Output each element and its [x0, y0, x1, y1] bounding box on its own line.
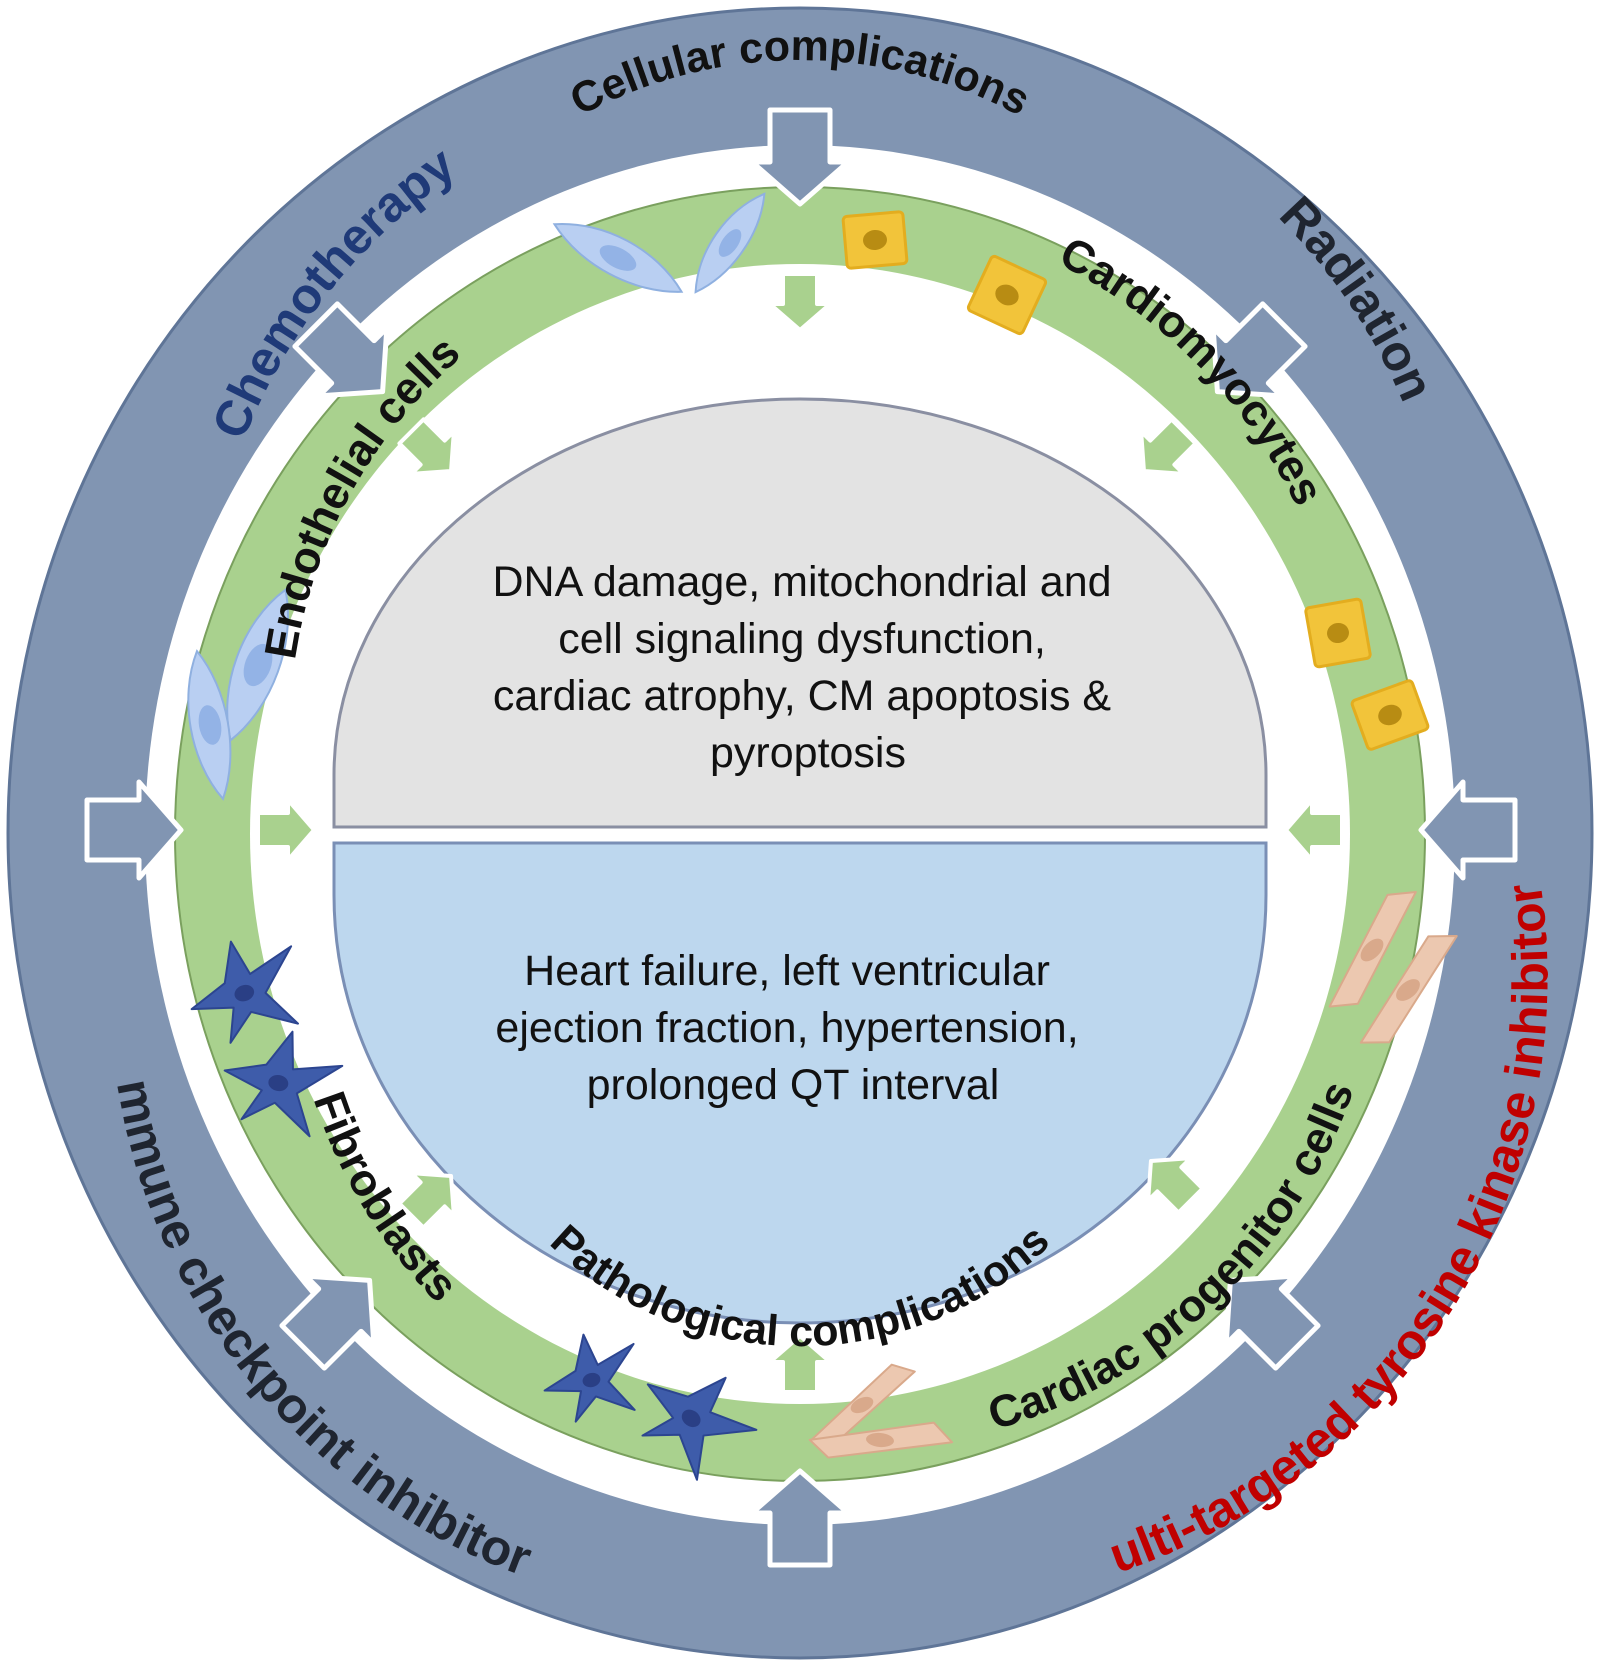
- pathological-line: Heart failure, left ventricular: [524, 947, 1050, 995]
- endothelial-cell-icon: [552, 223, 684, 293]
- cellular-complications-panel: [332, 397, 1268, 829]
- arrow-upper-right-icon: [1210, 301, 1308, 399]
- cellular-line: DNA damage, mitochondrial and: [492, 558, 1111, 606]
- cardiomyocyte-cell-icon: [1350, 679, 1430, 751]
- endothelial-cell-icon: [187, 649, 232, 801]
- endothelial-cell-icon: [694, 192, 766, 294]
- inner-arrow-top-icon: [768, 272, 832, 332]
- cellular-complications-text: DNA damage, mitochondrial and cell signa…: [492, 558, 1123, 777]
- cardiomyocyte-cell-icon: [841, 210, 909, 270]
- pathological-complications-text: Heart failure, left ventricular ejection…: [495, 947, 1090, 1109]
- inner-arrow-lower-left-icon: [397, 1171, 456, 1230]
- fibroblast-cell-icon: [641, 1376, 758, 1481]
- inner-arrow-lower-right-icon: [1146, 1156, 1205, 1215]
- arrow-lower-left-icon: [279, 1273, 377, 1371]
- arrow-bottom-icon: [749, 1468, 851, 1568]
- cellular-line: cardiac atrophy, CM apoptosis &: [493, 672, 1112, 720]
- cardiomyocyte-cell-icon: [1304, 597, 1372, 669]
- endothelial-cell-icon: [226, 588, 289, 742]
- pathological-line: prolonged QT interval: [587, 1061, 1000, 1109]
- progenitor-cell-icon: [1359, 935, 1458, 1044]
- progenitor-cell-icon: [808, 1421, 954, 1459]
- inner-arrow-upper-right-icon: [1139, 417, 1198, 476]
- cellular-line: pyroptosis: [710, 729, 906, 777]
- inner-arrow-right-icon: [1284, 798, 1344, 862]
- fibroblast-cell-icon: [190, 940, 299, 1044]
- inner-arrow-upper-left-icon: [397, 417, 456, 476]
- cellular-line: cell signaling dysfunction,: [558, 615, 1046, 663]
- progenitor-cell-icon: [1328, 891, 1417, 1008]
- inner-arrow-bottom-icon: [768, 1334, 832, 1394]
- arrow-right-icon: [1418, 779, 1518, 881]
- pathological-line: ejection fraction, hypertension,: [495, 1004, 1078, 1052]
- fibroblast-cell-icon: [223, 1030, 344, 1138]
- fibroblast-cell-icon: [543, 1333, 636, 1423]
- cardiomyocyte-cell-icon: [966, 254, 1048, 336]
- arrow-lower-right-icon: [1223, 1273, 1321, 1371]
- inner-arrow-left-icon: [256, 798, 316, 862]
- arrow-top-icon: [749, 107, 851, 207]
- arrow-left-icon: [84, 779, 184, 881]
- pathological-complications-panel: [332, 841, 1268, 1325]
- arrow-upper-left-icon: [292, 301, 390, 399]
